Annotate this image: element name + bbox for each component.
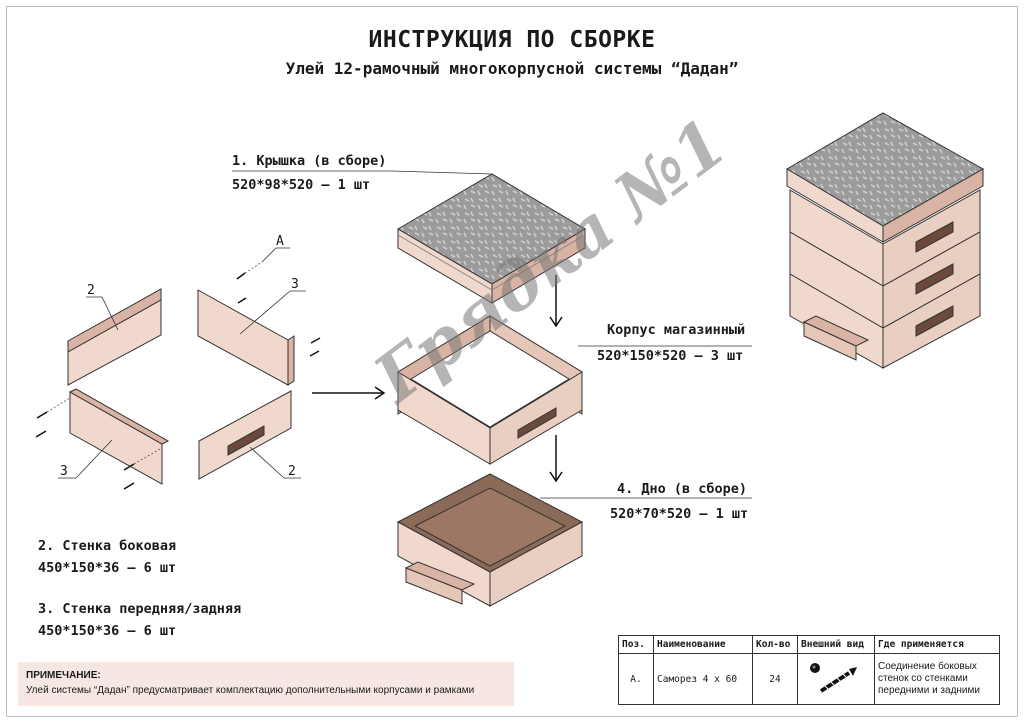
- callout-side-top: 2: [87, 283, 95, 298]
- front-wall-label: 3. Стенка передняя/задняя: [38, 601, 242, 617]
- row-qty: 24: [752, 653, 798, 705]
- row-name: Саморез 4 х 60: [653, 653, 753, 705]
- arrow-icon: [549, 275, 563, 328]
- page-title: ИНСТРУКЦИЯ ПО СБОРКЕ: [368, 27, 656, 53]
- arrow-icon: [312, 386, 386, 400]
- fasteners-table: Поз. Наименование Кол-во Внешний вид Где…: [618, 635, 1000, 705]
- assembled-hive: [786, 112, 985, 369]
- row-pos: A.: [618, 653, 654, 705]
- screw-icon: [35, 272, 321, 490]
- arrow-icon: [549, 435, 563, 483]
- page-subtitle: Улей 12-рамочный многокорпусной системы …: [285, 59, 739, 78]
- front-wall-panel-bottom-left: [68, 388, 170, 485]
- note-heading: ПРИМЕЧАНИЕ:: [26, 670, 101, 681]
- note-box: ПРИМЕЧАНИЕ: Улей системы “Дадан” предусм…: [18, 662, 514, 706]
- lid-size: 520*98*520 – 1 шт: [232, 177, 371, 193]
- front-wall-panel-top-right: [197, 289, 295, 386]
- lid-label: 1. Крышка (в сборе): [232, 153, 387, 169]
- drawing-frame: [6, 6, 1018, 717]
- body-size: 520*150*520 – 3 шт: [597, 348, 744, 364]
- bottom-board-assembly: [396, 473, 584, 607]
- front-wall-size: 450*150*36 – 6 шт: [38, 623, 177, 639]
- col-pos: Поз.: [618, 635, 654, 654]
- hive-body-box: [397, 315, 583, 465]
- side-wall-panel-bottom-right: [198, 390, 292, 480]
- row-usage: Соединение боковых стенок со стенками пе…: [874, 653, 1000, 705]
- callout-side-bottom: 2: [288, 464, 296, 479]
- body-label: Корпус магазинный: [607, 322, 746, 338]
- note-text: Улей системы “Дадан” предусматривает ком…: [26, 685, 475, 696]
- table-row: A. Саморез 4 х 60 24 Соединение боковых …: [618, 653, 1000, 705]
- bottom-size: 520*70*520 – 1 шт: [610, 506, 749, 522]
- screw-image: [797, 653, 875, 705]
- bottom-label: 4. Дно (в сборе): [617, 481, 748, 497]
- side-wall-panel-top-left: [67, 288, 162, 386]
- table-header-row: Поз. Наименование Кол-во Внешний вид Где…: [618, 635, 1000, 654]
- callout-screw: A: [276, 234, 284, 249]
- callout-front-top: 3: [291, 277, 299, 292]
- side-wall-size: 450*150*36 – 6 шт: [38, 560, 177, 576]
- side-wall-label: 2. Стенка боковая: [38, 538, 177, 554]
- lid-assembly: [397, 173, 586, 304]
- col-name: Наименование: [653, 635, 753, 654]
- col-usage: Где применяется: [874, 635, 1000, 654]
- col-appearance: Внешний вид: [797, 635, 875, 654]
- col-qty: Кол-во: [752, 635, 798, 654]
- callout-front-bottom: 3: [60, 464, 68, 479]
- screw-icon: [810, 662, 857, 693]
